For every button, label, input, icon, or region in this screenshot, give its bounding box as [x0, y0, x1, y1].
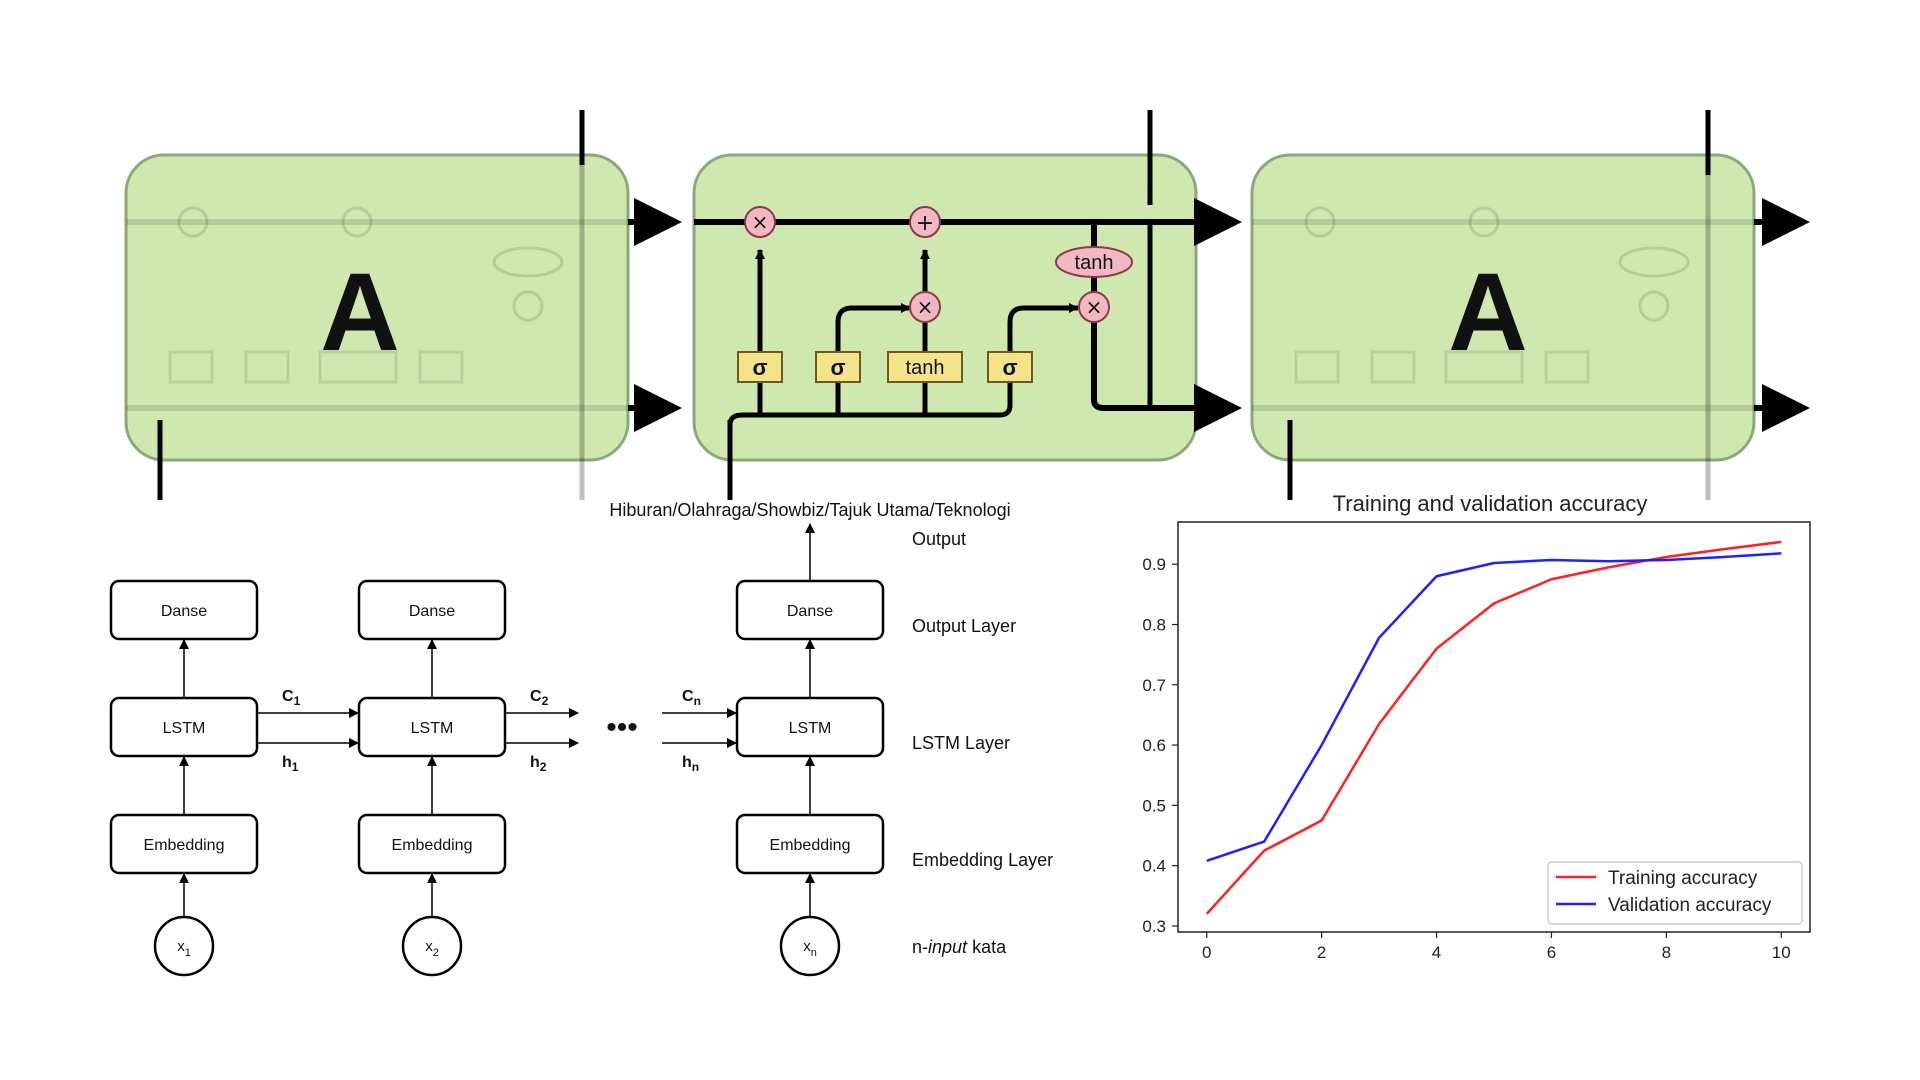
c-label-2: C2: [530, 688, 549, 708]
lstm-pipeline-diagram: Hiburan/Olahraga/Showbiz/Tajuk Utama/Tek…: [109, 500, 1053, 977]
c-label-n: Cn: [682, 688, 701, 708]
cell-box: [124, 153, 630, 462]
svg-text:σ: σ: [1002, 355, 1017, 380]
svg-text:LSTM: LSTM: [163, 720, 206, 737]
input-gate: σ: [815, 351, 861, 383]
ellipsis: •••: [606, 711, 638, 744]
row-label-input: n-input kata: [912, 937, 1007, 957]
row-label-embedding-layer: Embedding Layer: [912, 850, 1053, 870]
svg-text:+: +: [916, 211, 934, 236]
svg-text:×: ×: [752, 210, 769, 234]
series-lines: [1205, 540, 1782, 915]
tanh-op: tanh: [1055, 246, 1133, 278]
series-line-validation: [1206, 552, 1782, 863]
y-tick-label: 0.7: [1142, 676, 1166, 695]
svg-text:LSTM: LSTM: [411, 720, 454, 737]
h-label-2: h2: [530, 754, 547, 774]
y-tick-label: 0.8: [1142, 616, 1166, 635]
multiply-forget-op: ×: [744, 206, 776, 238]
lstm-cell-detailed: × + × tanh × σ: [692, 110, 1242, 500]
ghost-cell-left: A: [124, 110, 630, 500]
output-gate: σ: [987, 351, 1033, 383]
svg-text:LSTM: LSTM: [789, 720, 832, 737]
pipeline-column-2: Danse LSTM Embedding x2: [357, 579, 507, 977]
row-label-lstm-layer: LSTM Layer: [912, 733, 1010, 753]
svg-text:Embedding: Embedding: [392, 837, 473, 854]
pipeline-column-1: Danse LSTM Embedding x1: [109, 579, 259, 977]
h-label-1: h1: [282, 754, 299, 774]
x-tick-label: 0: [1202, 943, 1211, 962]
series-line-training: [1205, 540, 1782, 915]
lstm-chain-diagram: A ×: [124, 110, 1810, 500]
y-tick-label: 0.4: [1142, 857, 1166, 876]
x-tick-label: 8: [1662, 943, 1671, 962]
y-tick-label: 0.9: [1142, 555, 1166, 574]
svg-text:x2: x2: [425, 938, 439, 959]
y-tick-label: 0.5: [1142, 796, 1166, 815]
y-tick-label: 0.3: [1142, 917, 1166, 936]
svg-text:Danse: Danse: [161, 603, 207, 620]
svg-text:Embedding: Embedding: [144, 837, 225, 854]
class-labels: Hiburan/Olahraga/Showbiz/Tajuk Utama/Tek…: [609, 500, 1010, 520]
cell-box: [1250, 153, 1756, 462]
multiply-output-op: ×: [1078, 291, 1110, 323]
legend: Training accuracy Validation accuracy: [1547, 861, 1803, 925]
svg-text:×: ×: [1086, 295, 1103, 319]
x-tick-label: 2: [1317, 943, 1326, 962]
c-label-1: C1: [282, 688, 301, 708]
h-label-n: hn: [682, 754, 699, 774]
x-tick-label: 4: [1432, 943, 1441, 962]
x-tick-label: 10: [1772, 943, 1791, 962]
legend-box: [1547, 861, 1803, 925]
svg-text:×: ×: [917, 295, 934, 319]
svg-text:σ: σ: [830, 355, 845, 380]
add-op: +: [909, 206, 941, 238]
multiply-input-op: ×: [909, 291, 941, 323]
axis-ticks: 0 2 4 6 8 10 0.3 0.4 0.5 0.6 0.7 0.8 0.9: [1142, 555, 1790, 962]
svg-text:xn: xn: [803, 938, 817, 959]
pipeline-column-n: Danse LSTM Embedding xn: [735, 523, 885, 977]
y-tick-label: 0.6: [1142, 736, 1166, 755]
legend-label-validation: Validation accuracy: [1608, 895, 1772, 916]
candidate-gate: tanh: [887, 351, 963, 383]
svg-text:x1: x1: [177, 938, 191, 959]
row-label-output-layer: Output Layer: [912, 616, 1016, 636]
svg-text:Embedding: Embedding: [770, 837, 851, 854]
legend-label-training: Training accuracy: [1608, 868, 1758, 889]
svg-text:Danse: Danse: [787, 603, 833, 620]
svg-text:Danse: Danse: [409, 603, 455, 620]
accuracy-chart: Training and validation accuracy 0 2 4 6 8 10…: [1142, 491, 1811, 962]
ghost-cell-label: A: [1448, 251, 1527, 374]
ghost-cell-label: A: [320, 251, 399, 374]
svg-text:σ: σ: [752, 355, 767, 380]
ghost-cell-right: A: [1250, 110, 1756, 500]
svg-text:tanh: tanh: [906, 357, 945, 379]
svg-text:tanh: tanh: [1075, 252, 1114, 274]
x-tick-label: 6: [1547, 943, 1556, 962]
cell-box: [692, 153, 1198, 462]
row-label-output: Output: [912, 529, 966, 549]
forget-gate: σ: [737, 351, 783, 383]
chart-title: Training and validation accuracy: [1333, 491, 1648, 516]
